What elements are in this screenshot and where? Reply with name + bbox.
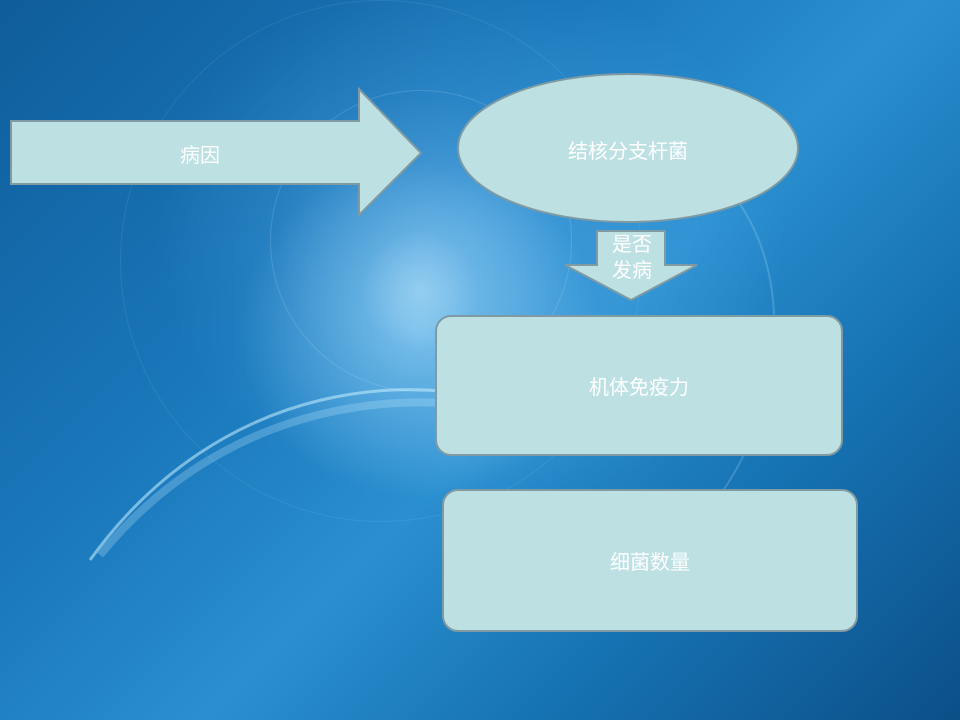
cause-arrow-label: 病因 [180,142,220,167]
pathogen-ellipse-label: 结核分支杆菌 [568,138,688,163]
bacteria-count-box-label: 细菌数量 [610,550,690,574]
immunity-box: 机体免疫力 [435,315,843,456]
onset-down-arrow-shape [564,230,698,302]
onset-label-line2: 发病 [612,258,652,282]
onset-down-arrow-label: 是否 发病 [592,228,672,286]
onset-label-line1: 是否 [612,232,652,256]
immunity-box-label: 机体免疫力 [589,375,689,399]
bacteria-count-box: 细菌数量 [442,489,858,632]
cause-arrow-shape [10,86,423,218]
pathogen-ellipse-shape [457,73,799,223]
